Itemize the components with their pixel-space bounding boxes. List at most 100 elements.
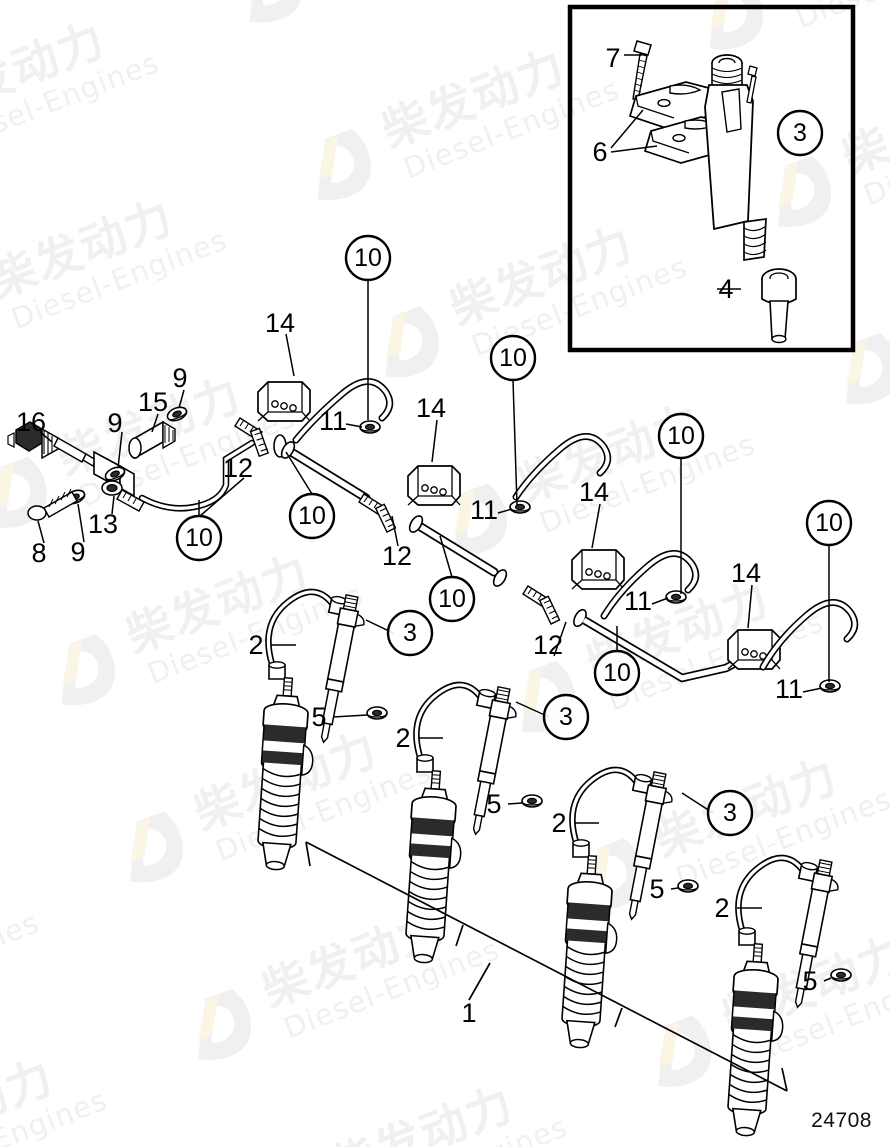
clamp-block-14a (257, 381, 311, 422)
callout-label: 10 (603, 659, 631, 687)
pump-assembly-4 (722, 854, 852, 1139)
callout-10-hose[interactable]: 10 (428, 575, 476, 623)
callout-label: 11 (624, 586, 652, 616)
callout-label: 12 (223, 453, 253, 483)
seal-washer-5a (366, 706, 388, 720)
washer-9b (164, 403, 190, 425)
callout-label: 10 (499, 344, 527, 372)
left-hardware-cluster (7, 403, 278, 521)
callout-9-washer[interactable]: 9 (70, 537, 85, 567)
callout-11-washer[interactable]: 11 (470, 495, 498, 525)
callout-8-banjo-bolt[interactable]: 8 (31, 538, 46, 568)
pump-assembly-1 (252, 588, 388, 873)
callout-label: 2 (551, 808, 566, 838)
callout-label: 9 (172, 363, 187, 393)
callout-label: 5 (802, 966, 817, 996)
callout-14-clamp-block[interactable]: 14 (579, 477, 609, 507)
callout-balloon (344, 234, 392, 282)
callout-3-injector[interactable]: 3 (706, 789, 754, 837)
callout-label: 15 (138, 387, 168, 417)
callout-12-t-connector[interactable]: 12 (533, 630, 563, 660)
callout-label: 10 (438, 585, 466, 613)
callout-label: 6 (592, 137, 607, 167)
callout-2-delivery-pipe[interactable]: 2 (395, 723, 410, 753)
callout-label: 3 (403, 619, 417, 647)
seal-washer-5b (521, 794, 543, 808)
callout-label: 10 (354, 244, 382, 272)
callout-12-t-connector[interactable]: 12 (223, 453, 253, 483)
callout-3-injector[interactable]: 3 (542, 693, 590, 741)
return-line-assembly (257, 378, 859, 693)
unit-pump-3 (556, 853, 624, 1051)
clamp-block-14b (407, 465, 461, 506)
callout-balloon (288, 492, 336, 540)
callout-label: 2 (248, 630, 263, 660)
callout-label: 10 (185, 524, 213, 552)
callout-balloon (386, 609, 434, 657)
callout-label: 3 (723, 799, 737, 827)
callout-5-seal-washer[interactable]: 5 (311, 702, 326, 732)
callout-10-hose[interactable]: 10 (657, 412, 705, 460)
callout-5-seal-washer[interactable]: 5 (486, 789, 501, 819)
callout-label: 4 (718, 274, 733, 304)
callout-10-hose[interactable]: 10 (593, 649, 641, 697)
ferrule-bottom-4 (738, 926, 756, 946)
callout-label: 5 (649, 874, 664, 904)
callout-7-screw[interactable]: 7 (605, 43, 620, 73)
callout-balloon (776, 109, 824, 157)
callout-label: 10 (815, 509, 843, 537)
callout-label: 7 (605, 43, 620, 73)
callout-label: 14 (416, 393, 446, 423)
pump-assembly-3 (556, 766, 699, 1051)
callout-9-washer[interactable]: 9 (107, 408, 122, 438)
drawing-number: 24708 (811, 1109, 872, 1132)
callout-3-injector[interactable]: 3 (386, 609, 434, 657)
callout-14-clamp-block[interactable]: 14 (265, 308, 295, 338)
callout-12-t-connector[interactable]: 12 (382, 541, 412, 571)
callout-balloon (175, 514, 223, 562)
callout-label: 3 (793, 119, 807, 147)
callout-2-delivery-pipe[interactable]: 2 (551, 808, 566, 838)
callout-11-washer[interactable]: 11 (775, 674, 803, 704)
callout-11-washer[interactable]: 11 (319, 406, 347, 436)
callout-10-hose[interactable]: 10 (344, 234, 392, 282)
callout-4-nozzle-nut[interactable]: 4 (718, 274, 733, 304)
callout-5-seal-washer[interactable]: 5 (649, 874, 664, 904)
callout-10-hose[interactable]: 10 (175, 514, 223, 562)
washer-11c (665, 590, 687, 604)
inset-nozzle-nut-4 (761, 268, 797, 344)
unit-pump-4 (722, 941, 790, 1139)
callout-label: 1 (461, 998, 476, 1028)
callout-label: 9 (107, 408, 122, 438)
callout-balloon (428, 575, 476, 623)
callout-14-clamp-block[interactable]: 14 (416, 393, 446, 423)
callout-15-adapter-nipple[interactable]: 15 (138, 387, 168, 417)
callout-label: 14 (265, 308, 295, 338)
callout-5-seal-washer[interactable]: 5 (802, 966, 817, 996)
callout-label: 5 (311, 702, 326, 732)
callout-3-injector[interactable]: 3 (776, 109, 824, 157)
callout-balloon (706, 789, 754, 837)
callout-6-clamp-yoke[interactable]: 6 (592, 137, 607, 167)
callout-label: 3 (559, 703, 573, 731)
callout-13-union-fitting[interactable]: 13 (88, 509, 118, 539)
callout-14-clamp-block[interactable]: 14 (731, 558, 761, 588)
callout-2-delivery-pipe[interactable]: 2 (248, 630, 263, 660)
callout-16-fuel-pressure-sensor[interactable]: 16 (16, 407, 46, 437)
adapter-15 (128, 420, 176, 460)
callout-10-hose[interactable]: 10 (489, 334, 537, 382)
ferrule-bottom-2 (416, 753, 434, 773)
callout-2-delivery-pipe[interactable]: 2 (714, 893, 729, 923)
callout-10-hose[interactable]: 10 (805, 499, 853, 547)
callout-balloon (805, 499, 853, 547)
callout-9-washer[interactable]: 9 (172, 363, 187, 393)
callout-label: 13 (88, 509, 118, 539)
callout-balloon (489, 334, 537, 382)
t-nipple-12b (358, 493, 404, 536)
callout-10-hose[interactable]: 10 (288, 492, 336, 540)
callout-1-injection-pump-unit[interactable]: 1 (461, 998, 476, 1028)
callout-11-washer[interactable]: 11 (624, 586, 652, 616)
callout-label: 10 (298, 502, 326, 530)
